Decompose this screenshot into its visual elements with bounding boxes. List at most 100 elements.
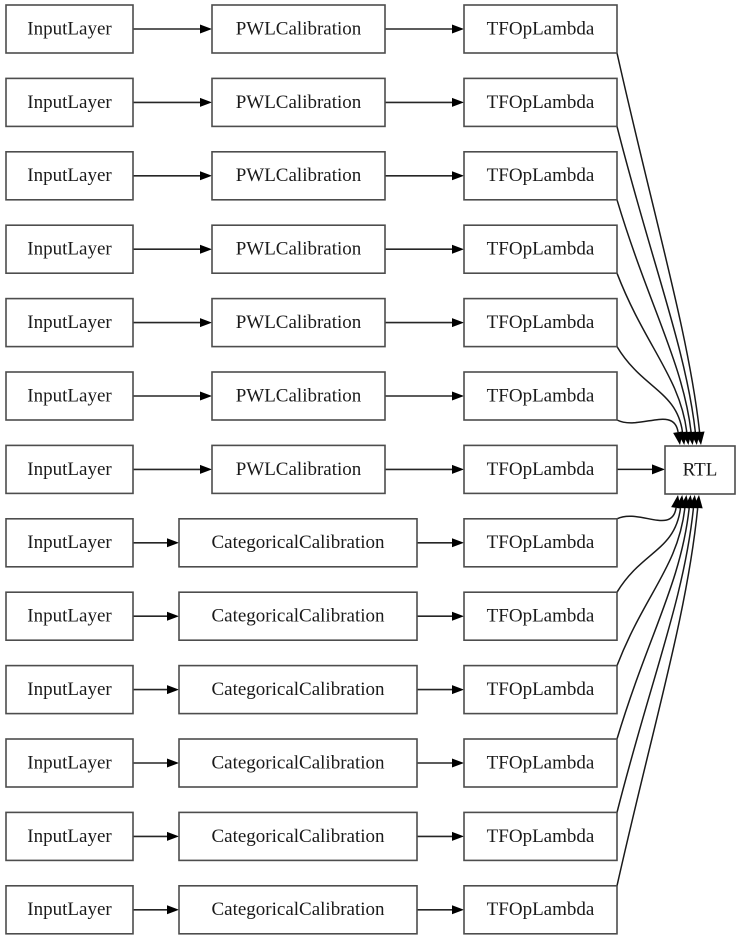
node-lambda-11-label: TFOpLambda [487,826,595,847]
edge-input-calibration-8 [133,611,179,621]
edge-input-calibration-8-arrowhead [167,611,179,621]
edge-input-calibration-4 [133,318,212,328]
node-calibration-6-box [211,444,386,495]
node-input-12-label: InputLayer [27,899,112,920]
node-lambda-9[interactable]: TFOpLambda [463,664,618,715]
node-input-4[interactable]: InputLayer [5,297,134,348]
node-lambda-1[interactable]: TFOpLambda [463,77,618,128]
edge-calibration-lambda-10-arrowhead [452,758,464,768]
edge-input-calibration-9 [133,685,179,695]
node-lambda-11-box [463,811,618,862]
edge-lambda-sink-1 [616,126,701,445]
node-lambda-10-box [463,738,618,788]
edge-input-calibration-11-arrowhead [167,831,179,841]
node-input-3[interactable]: InputLayer [5,224,134,274]
node-lambda-3-box [463,224,618,274]
node-input-5-label: InputLayer [27,385,112,406]
node-input-9-label: InputLayer [27,679,112,700]
edge-input-calibration-4-arrowhead [200,318,212,328]
node-lambda-8[interactable]: TFOpLambda [463,591,618,642]
edge-lambda-sink-10-path [616,507,690,740]
node-calibration-1[interactable]: PWLCalibration [211,77,386,128]
node-lambda-7[interactable]: TFOpLambda [463,517,618,568]
node-input-8[interactable]: InputLayer [5,591,134,642]
edge-lambda-sink-8-path [616,507,682,593]
node-calibration-2-label: PWLCalibration [236,165,362,186]
edge-lambda-sink-12-arrowhead [692,495,703,509]
node-calibration-12-box [178,884,418,935]
node-calibration-0[interactable]: PWLCalibration [211,4,386,54]
edge-lambda-sink-12 [616,495,703,886]
node-calibration-5[interactable]: PWLCalibration [211,371,386,421]
node-lambda-12[interactable]: TFOpLambda [463,884,618,935]
node-lambda-10[interactable]: TFOpLambda [463,738,618,788]
node-lambda-1-box [463,77,618,128]
node-input-12[interactable]: InputLayer [5,884,134,935]
node-input-7[interactable]: InputLayer [5,517,134,568]
edge-input-calibration-11 [133,831,179,841]
node-input-4-label: InputLayer [27,312,112,333]
node-calibration-10[interactable]: CategoricalCalibration [178,738,418,788]
node-input-10[interactable]: InputLayer [5,738,134,788]
node-calibration-7[interactable]: CategoricalCalibration [178,517,418,568]
node-calibration-8[interactable]: CategoricalCalibration [178,591,418,642]
node-calibration-4[interactable]: PWLCalibration [211,297,386,348]
edge-lambda-sink-0-path [616,52,701,433]
node-calibration-8-box [178,591,418,642]
node-calibration-11[interactable]: CategoricalCalibration [178,811,418,862]
edge-lambda-sink-6 [617,464,665,475]
node-lambda-2-label: TFOpLambda [487,165,595,186]
node-input-11[interactable]: InputLayer [5,811,134,862]
edge-calibration-lambda-9 [417,685,464,695]
node-input-5[interactable]: InputLayer [5,371,134,421]
node-input-6[interactable]: InputLayer [5,444,134,495]
node-lambda-6-box [463,444,618,495]
node-lambda-3[interactable]: TFOpLambda [463,224,618,274]
node-lambda-6[interactable]: TFOpLambda [463,444,618,495]
node-lambda-11[interactable]: TFOpLambda [463,811,618,862]
node-calibration-6[interactable]: PWLCalibration [211,444,386,495]
edge-lambda-sink-7-path [616,507,677,522]
edge-input-calibration-5 [133,391,212,401]
node-input-12-box [5,884,134,935]
edge-calibration-lambda-7 [417,538,464,548]
node-input-7-label: InputLayer [27,532,112,553]
node-lambda-0[interactable]: TFOpLambda [463,4,618,54]
edge-input-calibration-12-arrowhead [167,905,179,915]
edge-calibration-lambda-3 [385,244,464,254]
edge-lambda-sink-11 [616,495,699,813]
node-input-9[interactable]: InputLayer [5,664,134,715]
edge-input-calibration-7 [133,538,179,548]
node-lambda-12-box [463,884,618,935]
edge-calibration-lambda-6 [385,464,464,474]
edge-lambda-sink-2 [616,199,697,445]
edge-lambda-sink-3 [616,272,692,445]
edge-group-rows [133,24,464,915]
edge-calibration-lambda-7-arrowhead [452,538,464,548]
edge-lambda-sink-6-arrowhead [652,464,665,475]
node-calibration-3[interactable]: PWLCalibration [211,224,386,274]
node-calibration-9[interactable]: CategoricalCalibration [178,664,418,715]
edge-calibration-lambda-4 [385,318,464,328]
edge-input-calibration-12 [133,905,179,915]
node-lambda-9-label: TFOpLambda [487,679,595,700]
node-lambda-7-label: TFOpLambda [487,532,595,553]
node-input-1[interactable]: InputLayer [5,77,134,128]
node-calibration-12[interactable]: CategoricalCalibration [178,884,418,935]
node-input-0[interactable]: InputLayer [5,4,134,54]
node-calibration-0-label: PWLCalibration [236,18,362,39]
node-input-5-box [5,371,134,421]
node-calibration-2[interactable]: PWLCalibration [211,151,386,201]
node-sink-rtl[interactable]: RTL [664,445,736,495]
node-calibration-11-box [178,811,418,862]
node-lambda-5[interactable]: TFOpLambda [463,371,618,421]
node-lambda-4[interactable]: TFOpLambda [463,297,618,348]
node-lambda-12-label: TFOpLambda [487,899,595,920]
node-lambda-2[interactable]: TFOpLambda [463,151,618,201]
edge-lambda-sink-1-path [616,126,697,433]
node-lambda-0-box [463,4,618,54]
node-input-2[interactable]: InputLayer [5,151,134,201]
edge-calibration-lambda-6-arrowhead [452,464,464,474]
